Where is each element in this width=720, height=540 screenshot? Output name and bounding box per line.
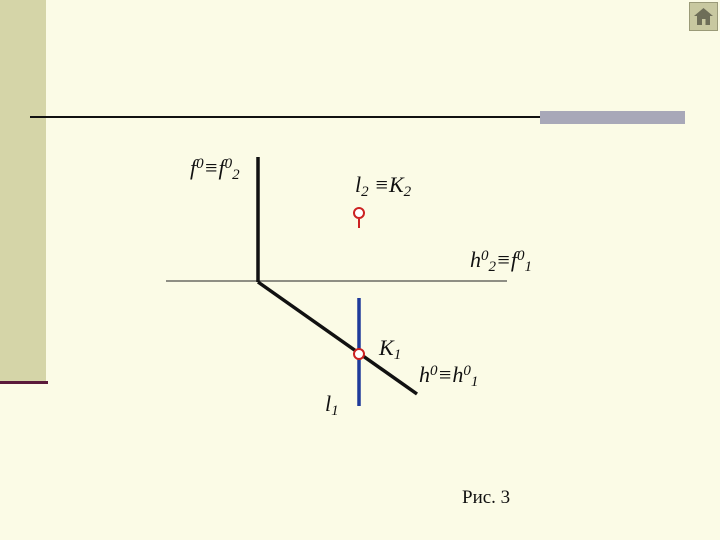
label-l2-K2: l2 ≡K2 bbox=[355, 172, 412, 200]
title-rule bbox=[30, 116, 540, 118]
label-K1: K1 bbox=[379, 335, 402, 363]
label-f0-f02: f0≡f02 bbox=[190, 155, 240, 183]
figure-caption: Рис. 3 bbox=[462, 487, 511, 508]
home-button[interactable] bbox=[689, 2, 718, 31]
title-rule-block bbox=[540, 111, 685, 124]
left-decor-bar-edge bbox=[0, 381, 48, 384]
label-l1: l1 bbox=[325, 391, 339, 419]
label-h0-h01: h0≡h01 bbox=[419, 362, 479, 390]
point-l2-K2 bbox=[353, 207, 365, 219]
label-h02-f01: h02≡f01 bbox=[470, 247, 532, 275]
left-decor-bar bbox=[0, 0, 46, 383]
h0-oblique-trace bbox=[256, 280, 419, 396]
point-K1 bbox=[353, 348, 365, 360]
home-icon bbox=[694, 8, 713, 25]
